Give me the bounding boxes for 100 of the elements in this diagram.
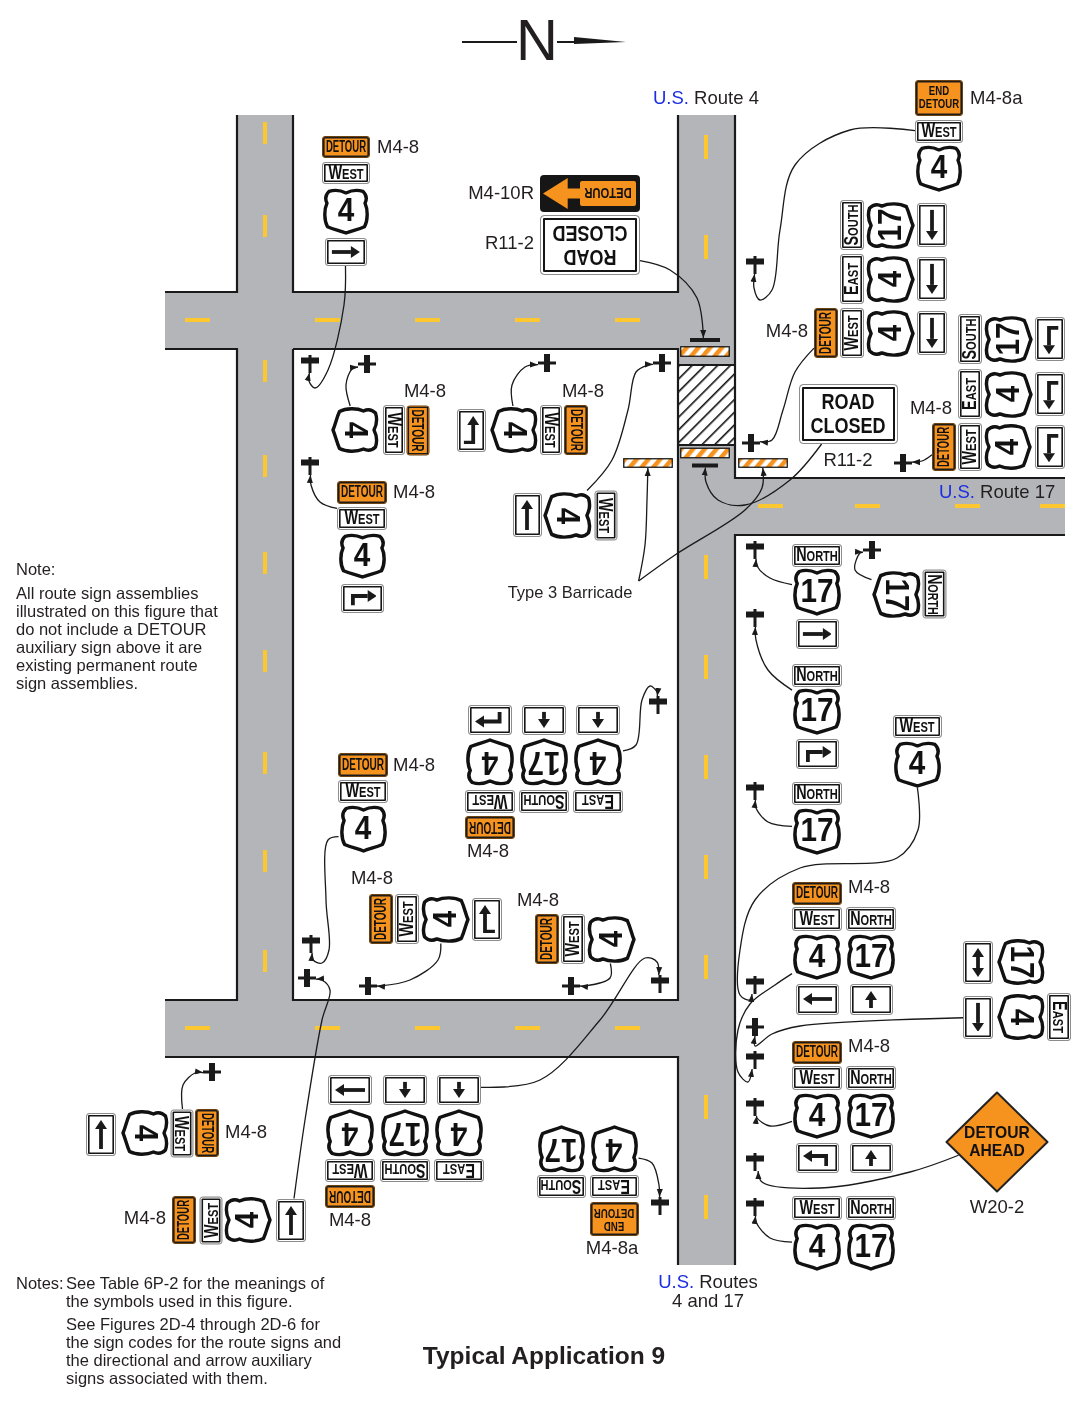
north-label: N bbox=[516, 11, 558, 69]
sign-code-label: M4-8 bbox=[403, 380, 447, 402]
arrow-sign bbox=[276, 1198, 306, 1242]
sign-code-label: M4-10R bbox=[468, 182, 534, 204]
road-name-label: U.S. Route 4 bbox=[653, 87, 759, 109]
cardinal-direction-plaque: NORTH bbox=[792, 663, 842, 687]
cardinal-direction-plaque: EAST bbox=[840, 254, 864, 304]
route-shield: 17 bbox=[792, 568, 842, 616]
route-shield: 17 bbox=[846, 934, 896, 980]
barricade bbox=[680, 446, 730, 468]
cardinal-direction-plaque: EAST bbox=[958, 369, 982, 419]
sign-post-icon bbox=[746, 976, 764, 994]
arrow-sign bbox=[795, 983, 839, 1015]
barricade bbox=[680, 338, 730, 358]
leader-line bbox=[751, 626, 793, 691]
route-shield: 4 bbox=[589, 1125, 639, 1173]
sign-code-label: W20-2 bbox=[969, 1196, 1025, 1218]
route-shield: 4 bbox=[984, 423, 1032, 471]
route-shield: 17 bbox=[536, 1125, 586, 1173]
sign-code-label: M4-8 bbox=[123, 1207, 166, 1229]
road-closed-sign: ROAD CLOSED bbox=[798, 384, 898, 444]
sign-post-icon bbox=[203, 1063, 221, 1081]
arrow-sign bbox=[1035, 372, 1065, 416]
cardinal-direction-plaque: SOUTH bbox=[536, 1174, 586, 1198]
leader-line bbox=[752, 1115, 793, 1127]
leader-line bbox=[735, 973, 793, 1083]
cardinal-direction-plaque: WEST bbox=[792, 1066, 842, 1090]
route-shield: 17 bbox=[865, 200, 915, 250]
cardinal-direction-plaque: WEST bbox=[199, 1196, 223, 1244]
sign-code-label: R11-2 bbox=[485, 232, 534, 254]
cardinal-direction-plaque: NORTH bbox=[846, 907, 896, 931]
leader-line bbox=[750, 1017, 964, 1047]
detour-plaque: DETOUR bbox=[792, 881, 842, 905]
leader-line bbox=[751, 1215, 793, 1243]
arrow-sign bbox=[383, 1075, 427, 1105]
leader-line bbox=[911, 454, 933, 466]
warning-sign: DETOUR AHEAD bbox=[945, 1091, 1049, 1193]
route-shield: 4 bbox=[915, 144, 963, 192]
cardinal-direction-plaque: SOUTH bbox=[380, 1158, 430, 1182]
road-name-label: U.S. Routes 4 and 17 bbox=[657, 1272, 759, 1310]
sign-code-label: M4-8 bbox=[328, 1209, 372, 1231]
route-shield: 17 bbox=[997, 938, 1045, 986]
arrow-sign bbox=[917, 203, 947, 247]
cardinal-direction-plaque: WEST bbox=[892, 714, 942, 738]
leader-line bbox=[750, 127, 916, 301]
cardinal-direction-plaque: WEST bbox=[792, 907, 842, 931]
leader-line bbox=[752, 558, 793, 586]
arrow-sign bbox=[795, 739, 839, 769]
cardinal-direction-plaque: EAST bbox=[589, 1174, 639, 1198]
route-shield: 17 bbox=[792, 687, 842, 735]
arrow-sign bbox=[795, 1143, 839, 1173]
sign-code-label: M4-8 bbox=[393, 481, 436, 503]
sign-code-label: M4-8 bbox=[377, 136, 420, 158]
sign-post-icon bbox=[742, 434, 760, 452]
route-shield: 4 bbox=[434, 1109, 484, 1157]
route-shield: 4 bbox=[224, 1196, 272, 1244]
arrow-sign bbox=[963, 940, 993, 984]
cardinal-direction-plaque: WEST bbox=[915, 119, 963, 143]
route-shield: 4 bbox=[865, 308, 915, 358]
note-text: All route sign assemblies illustrated on this figure that do not include a DETOUR auxiliary sign above it are existing permanent route sign assemblies. bbox=[16, 584, 219, 692]
leader-line bbox=[853, 548, 873, 581]
sign-code-label: M4-8a bbox=[585, 1237, 639, 1259]
sign-post-icon bbox=[746, 1098, 764, 1116]
sign-code-label: M4-8 bbox=[848, 876, 891, 898]
route-shield: 17 bbox=[792, 807, 842, 855]
route-shield: 17 bbox=[846, 1223, 896, 1271]
note-heading: Note: bbox=[16, 559, 56, 579]
sign-code-label: M4-8 bbox=[225, 1121, 268, 1143]
cardinal-direction-plaque: NORTH bbox=[922, 569, 946, 619]
detour-legend: DETOUR bbox=[580, 180, 636, 206]
leader-line bbox=[755, 1154, 960, 1189]
arrow-sign bbox=[86, 1112, 116, 1156]
sign-post-icon bbox=[746, 782, 764, 800]
cardinal-direction-plaque: WEST bbox=[840, 308, 864, 358]
cardinal-direction-plaque: WEST bbox=[170, 1109, 194, 1157]
arrow-sign bbox=[917, 257, 947, 301]
detour-plaque: DETOUR bbox=[792, 1040, 842, 1064]
route-shield: 4 bbox=[792, 934, 842, 980]
cardinal-direction-plaque: WEST bbox=[792, 1196, 842, 1220]
arrow-sign bbox=[328, 1075, 372, 1105]
route-shield: 4 bbox=[121, 1109, 169, 1157]
detour-plaque: DETOUR bbox=[814, 308, 838, 358]
leader-line bbox=[181, 1068, 204, 1110]
cardinal-direction-plaque: WEST bbox=[325, 1158, 375, 1182]
sign-code-label: M4-8 bbox=[393, 754, 436, 776]
sign-code-label: M4-8 bbox=[350, 867, 394, 889]
detour-plaque: DETOUR bbox=[325, 1184, 375, 1208]
detour-plaque: DETOUR bbox=[172, 1196, 196, 1244]
route-shield: 17 bbox=[846, 1093, 896, 1139]
arrow-sign bbox=[849, 983, 893, 1015]
route-shield: 17 bbox=[871, 569, 921, 619]
route-shield: 4 bbox=[325, 1109, 375, 1157]
cardinal-direction-plaque: WEST bbox=[958, 423, 982, 471]
route-shield: 4 bbox=[892, 740, 942, 788]
cardinal-direction-plaque: NORTH bbox=[792, 543, 842, 567]
sign-code-label: M4-8 bbox=[466, 840, 510, 862]
cardinal-direction-plaque: NORTH bbox=[792, 781, 842, 805]
note-text: See Table 6P-2 for the meanings of the symbols used in this figure. bbox=[66, 1274, 326, 1310]
arrow-sign bbox=[1035, 425, 1065, 469]
note-text: See Figures 2D-4 through 2D-6 for the sign codes for the route signs and the directional and arrow auxiliary signs associated with them. bbox=[66, 1315, 343, 1387]
